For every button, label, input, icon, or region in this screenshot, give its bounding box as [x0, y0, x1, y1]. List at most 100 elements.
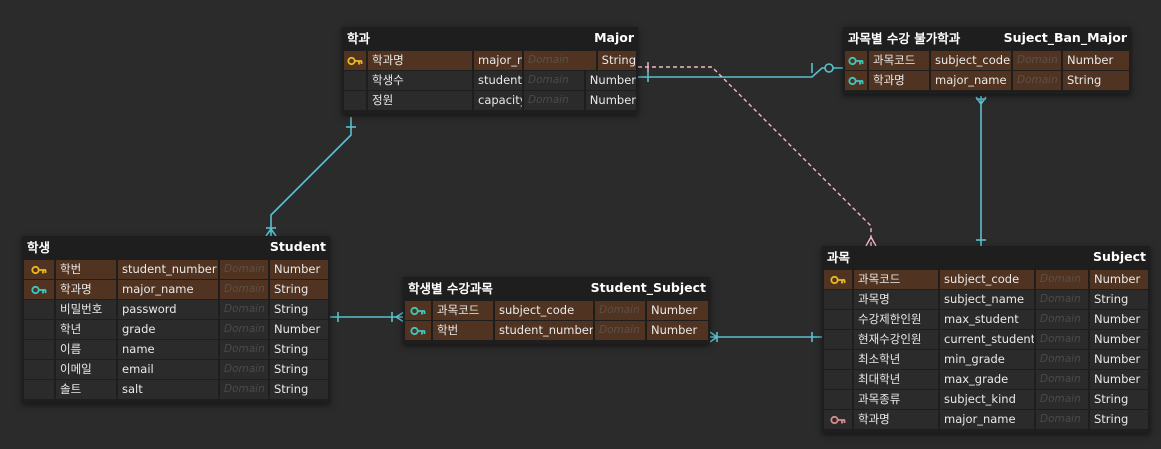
key-cell: [824, 390, 852, 409]
key-cell: [824, 370, 852, 389]
table-logical-name: 학생: [27, 239, 51, 255]
table-logical-name: 과목: [827, 249, 851, 265]
table-rows: 학과명major_nameDomainString학생수student_numb…: [342, 51, 638, 110]
type-cell: String: [270, 280, 328, 299]
physical-name-cell: max_grade: [940, 370, 1034, 389]
primary-key-icon: [830, 275, 846, 285]
physical-name-cell: student_number: [474, 71, 522, 90]
key-cell: [24, 280, 54, 299]
type-cell: String: [1063, 71, 1129, 90]
key-cell: [24, 360, 54, 379]
physical-name-cell: email: [118, 360, 218, 379]
type-cell: String: [1090, 290, 1148, 309]
key-cell: [24, 300, 54, 319]
key-cell: [344, 51, 366, 70]
table-logical-name: 학생별 수강과목: [408, 280, 493, 296]
type-cell: Number: [270, 260, 328, 279]
domain-cell: Domain: [220, 320, 268, 339]
table-logical-name: 학과: [347, 30, 371, 46]
key-cell: [24, 320, 54, 339]
table-header[interactable]: 과목 Subject: [822, 246, 1150, 266]
physical-name-cell: subject_name: [940, 290, 1034, 309]
logical-name-cell: 솔트: [56, 380, 116, 399]
table-header[interactable]: 학과 Major: [342, 27, 638, 47]
type-cell: String: [1090, 410, 1148, 429]
logical-name-cell: 학과명: [368, 51, 472, 70]
table-header[interactable]: 학생 Student: [22, 236, 330, 256]
physical-name-cell: name: [118, 340, 218, 359]
foreign-key-icon: [410, 326, 426, 336]
type-cell: Number: [647, 301, 708, 320]
physical-name-cell: major_name: [118, 280, 218, 299]
domain-cell: Domain: [595, 321, 645, 340]
key-cell: [824, 290, 852, 309]
key-cell: [344, 71, 366, 90]
physical-name-cell: major_name: [940, 410, 1034, 429]
key-cell: [824, 330, 852, 349]
ban-subject-relationship: [975, 96, 987, 246]
physical-name-cell: password: [118, 300, 218, 319]
domain-cell: Domain: [1036, 310, 1088, 329]
major-ban-relationship: [638, 63, 844, 82]
type-cell: Number: [1090, 270, 1148, 289]
type-cell: Number: [585, 71, 636, 90]
table-header[interactable]: 과목별 수강 불가학과 Suject_Ban_Major: [843, 27, 1131, 47]
key-cell: [405, 301, 431, 320]
table-physical-name: Student: [269, 238, 326, 254]
domain-cell: Domain: [524, 91, 584, 110]
table-major[interactable]: 학과 Major 학과명major_nameDomainString학생수stu…: [342, 27, 638, 114]
type-cell: String: [1090, 390, 1148, 409]
key-cell: [24, 260, 54, 279]
domain-cell: Domain: [220, 280, 268, 299]
major-subject-relationship: [638, 62, 877, 247]
logical-name-cell: 학과명: [56, 280, 116, 299]
physical-name-cell: capacity: [474, 91, 522, 110]
physical-name-cell: major_name: [931, 71, 1011, 90]
domain-cell: Domain: [220, 340, 268, 359]
foreign-key-icon: [848, 76, 864, 86]
foreign-key-icon: [848, 56, 864, 66]
physical-name-cell: subject_code: [495, 301, 593, 320]
table-header[interactable]: 학생별 수강과목 Student_Subject: [403, 277, 710, 297]
foreign-key-icon: [410, 306, 426, 316]
physical-name-cell: student_number: [495, 321, 593, 340]
physical-name-cell: current_student: [940, 330, 1034, 349]
type-cell: Number: [585, 91, 636, 110]
domain-cell: Domain: [1013, 51, 1061, 70]
domain-cell: Domain: [1036, 410, 1088, 429]
key-cell: [344, 91, 366, 110]
physical-name-cell: student_number: [118, 260, 218, 279]
primary-key-icon: [347, 56, 363, 66]
logical-name-cell: 수강제한인원: [854, 310, 938, 329]
logical-name-cell: 과목코드: [433, 301, 493, 320]
key-cell: [824, 410, 852, 429]
